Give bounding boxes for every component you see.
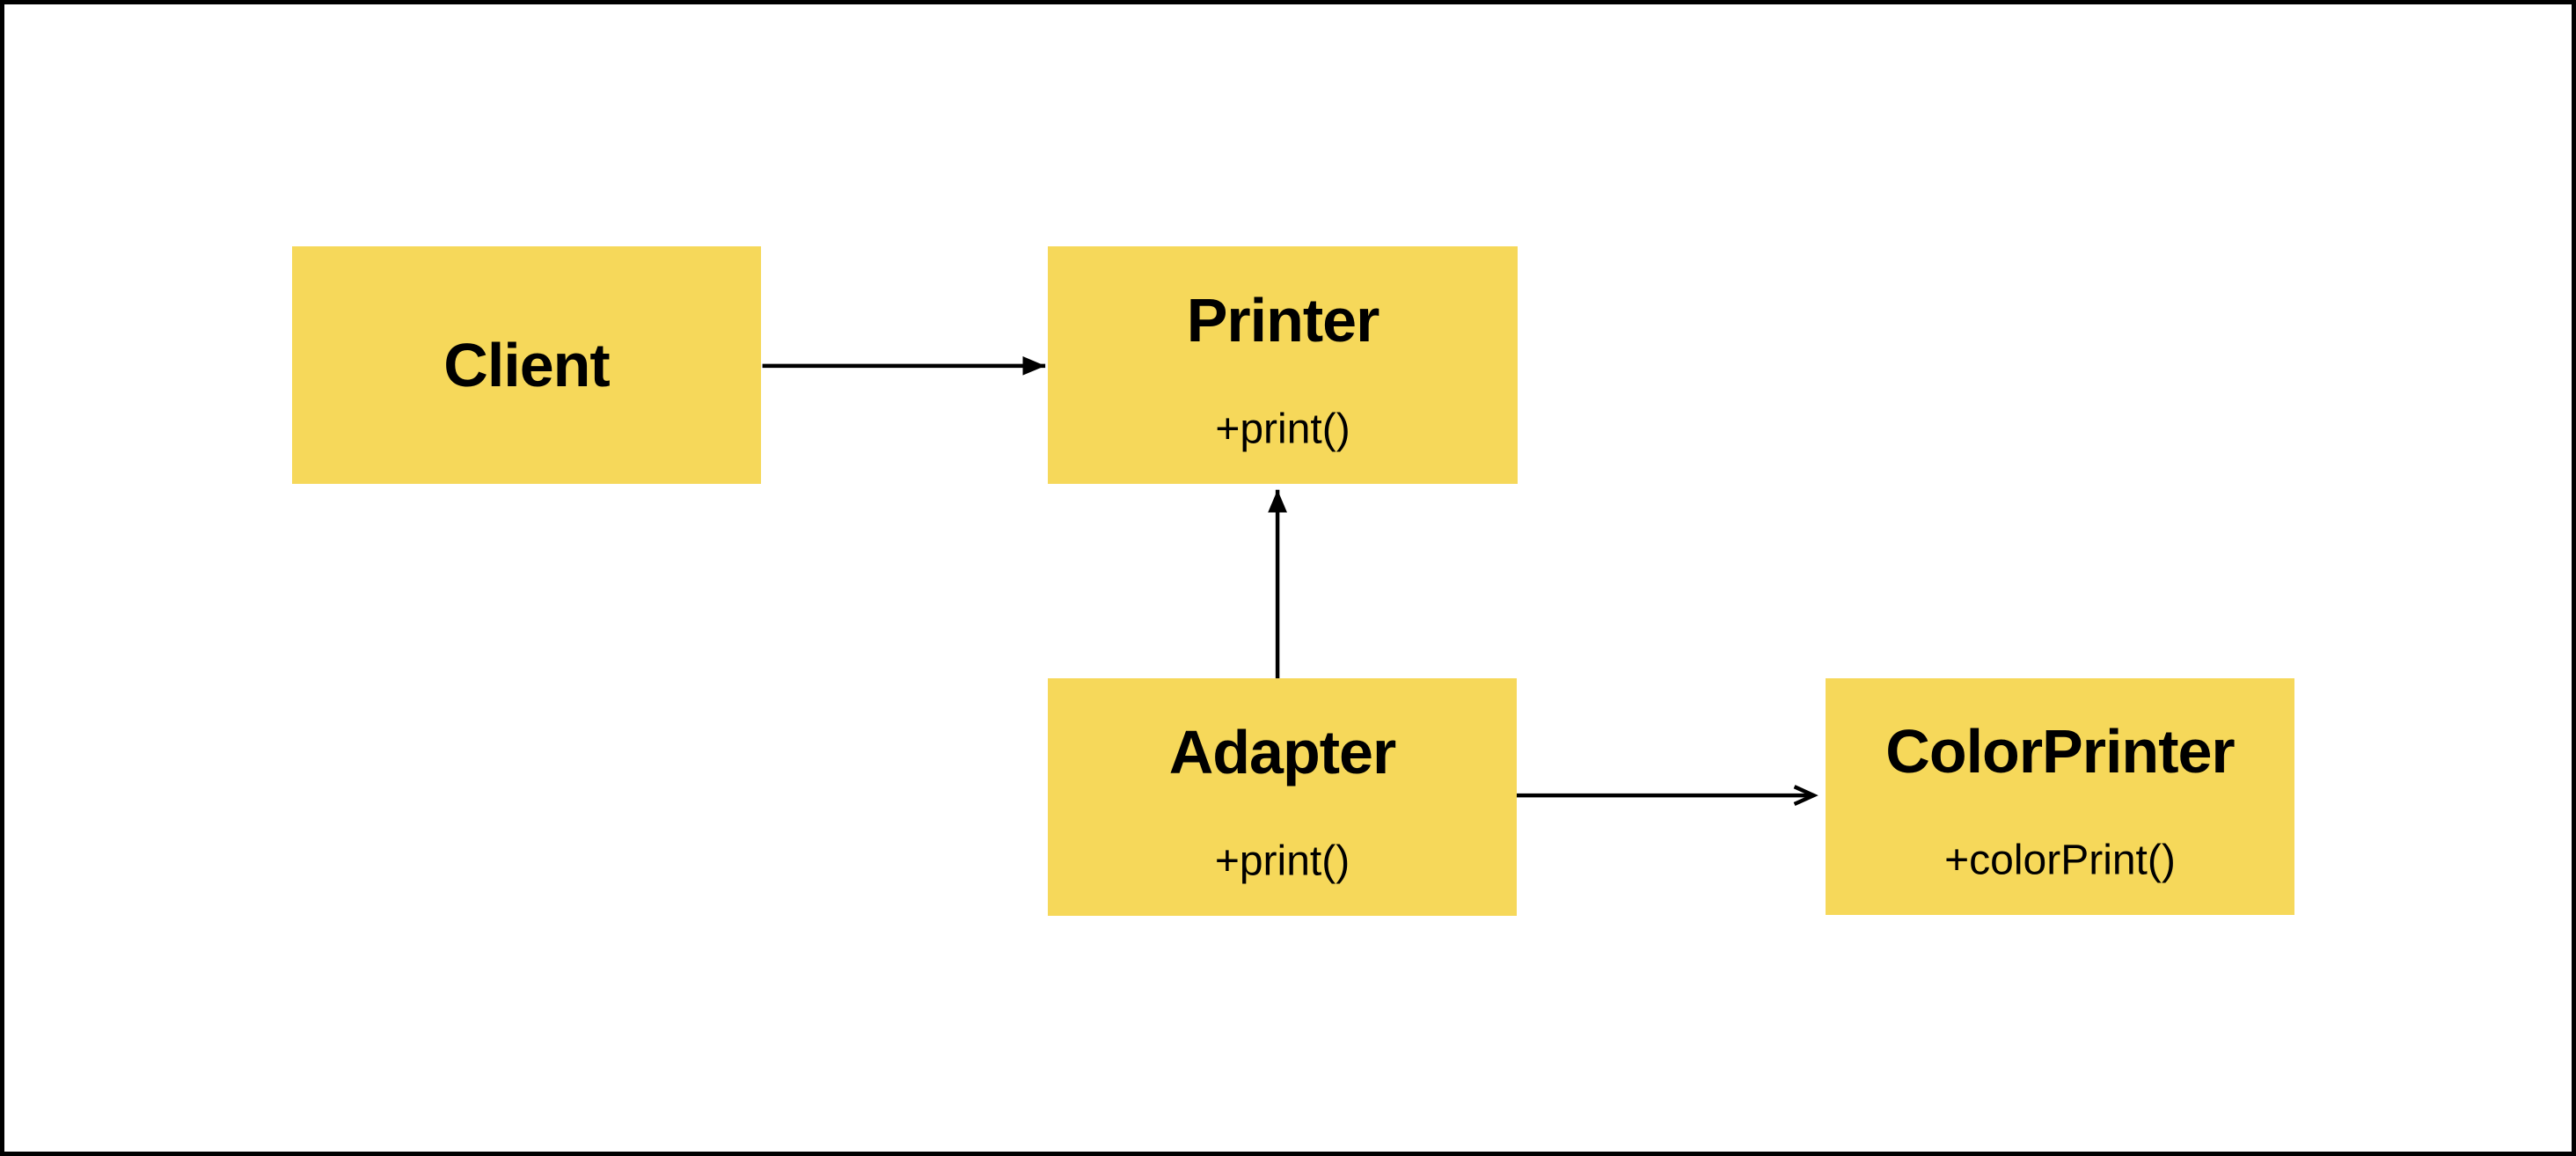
- node-client[interactable]: Client: [292, 246, 761, 484]
- node-printer-title: Printer: [1186, 285, 1380, 355]
- node-printer-method: +print(): [1215, 406, 1350, 453]
- node-colorprinter-method: +colorPrint(): [1944, 837, 2176, 884]
- edges-layer: [762, 355, 2572, 1152]
- node-colorprinter[interactable]: ColorPrinter +colorPrint(): [1826, 678, 2294, 915]
- node-adapter[interactable]: Adapter +print(): [1048, 678, 1517, 916]
- node-adapter-title: Adapter: [1168, 717, 1396, 787]
- node-colorprinter-title: ColorPrinter: [1885, 717, 2235, 787]
- node-client-title: Client: [443, 331, 610, 399]
- node-printer[interactable]: Printer +print(): [1048, 246, 1518, 484]
- node-adapter-method: +print(): [1214, 838, 1350, 885]
